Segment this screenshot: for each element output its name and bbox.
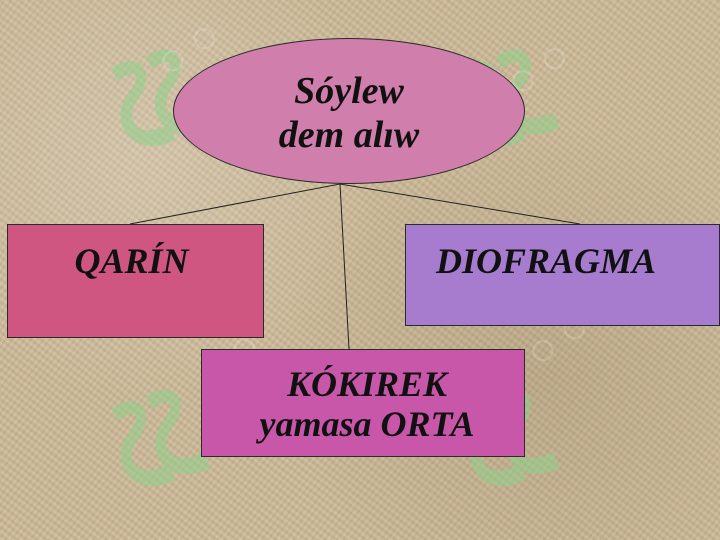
root-line-2: dem alıw xyxy=(278,114,420,156)
node-kokirek-line-2: yamasa ORTA xyxy=(259,404,475,444)
root-node: Sóylew dem alıw xyxy=(173,38,525,184)
node-kokirek: KÓKIREK yamasa ORTA xyxy=(201,349,525,457)
root-line-1: Sóylew xyxy=(294,70,404,112)
node-kokirek-line-1: KÓKIREK xyxy=(286,364,448,404)
connector-root-left xyxy=(129,183,341,225)
node-qarin-label: QARÍN xyxy=(74,241,189,281)
connector-root-right xyxy=(339,183,581,225)
node-diofragma: DIOFRAGMA xyxy=(405,224,720,326)
node-qarin: QARÍN xyxy=(7,224,264,338)
connector-root-bottom xyxy=(339,183,350,350)
node-diofragma-label: DIOFRAGMA xyxy=(436,241,657,281)
